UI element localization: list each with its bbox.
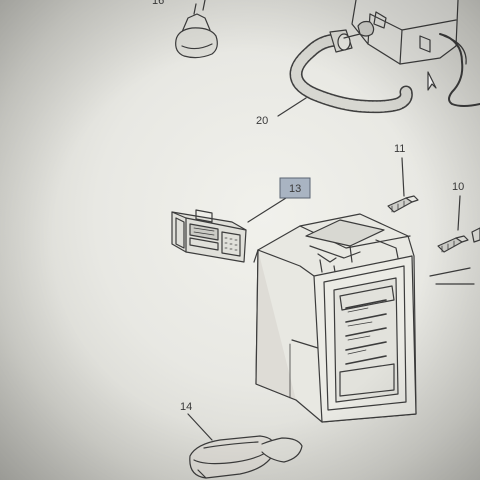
wire-harness [427, 33, 480, 107]
callout-16: 16 [152, 0, 164, 7]
callout-14: 14 [180, 401, 192, 413]
part-11-bolt [387, 195, 419, 213]
callout-13: 13 [289, 183, 301, 195]
part-16-grommet [175, 0, 218, 59]
part-14-pad [189, 435, 303, 479]
leader-line-unit-right-1 [429, 267, 471, 277]
leader-line-11 [401, 157, 405, 197]
leader-line-20 [277, 97, 307, 117]
leader-line-14 [187, 413, 213, 441]
callout-10: 10 [452, 181, 464, 193]
part-10-bolt [437, 227, 480, 253]
leader-line-10 [457, 195, 461, 231]
part-20-hose [289, 29, 413, 114]
callout-20: 20 [256, 115, 268, 127]
main-control-unit [253, 213, 417, 423]
callout-13-highlight-box [279, 177, 311, 199]
leader-line-13 [247, 197, 287, 223]
part-13-control-panel [171, 209, 247, 263]
valve-assembly-top [351, 0, 459, 65]
callout-11: 11 [394, 143, 405, 155]
